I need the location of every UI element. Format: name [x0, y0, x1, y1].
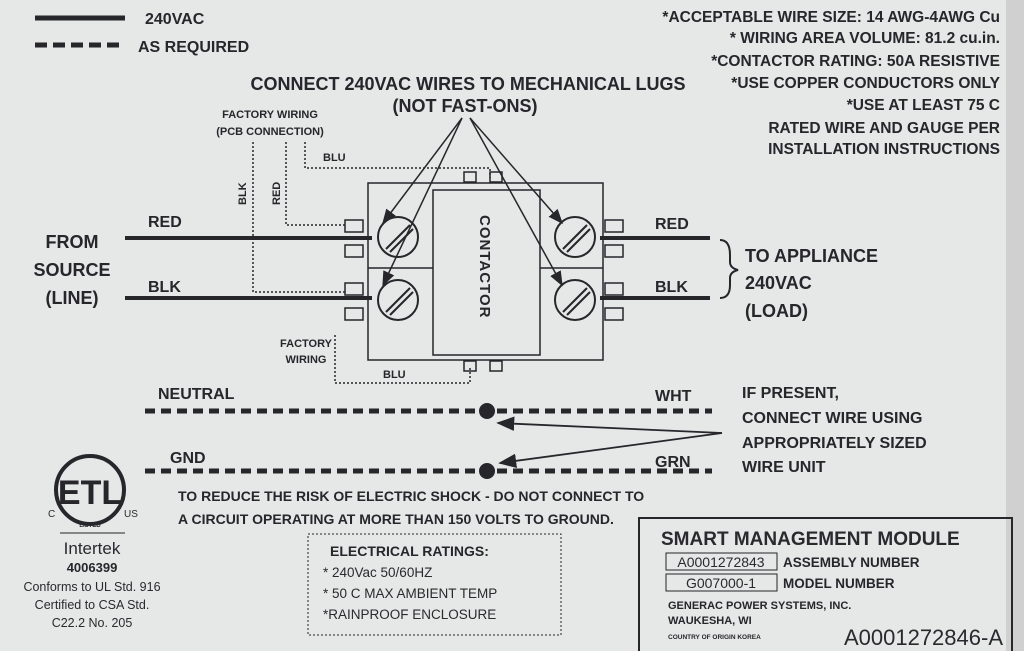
brace	[719, 239, 739, 299]
ground-junction	[479, 463, 495, 479]
screw-icon	[377, 216, 419, 258]
factory-bottom-label-2: WIRING	[286, 354, 327, 366]
neutral-junction	[479, 403, 495, 419]
rating-item: * 240Vac 50/60HZ	[323, 565, 432, 580]
screw-icon	[554, 279, 596, 321]
model-number-value: G007000-1	[686, 575, 756, 591]
diagram-subtitle: (NOT FAST-ONS)	[393, 96, 538, 116]
assembly-number-label: ASSEMBLY NUMBER	[783, 555, 920, 570]
gnd-label: GND	[170, 450, 206, 467]
load-blk-label: BLK	[655, 279, 688, 296]
rating-item: *RAINPROOF ENCLOSURE	[323, 607, 496, 622]
arrow-to-neutral	[496, 416, 723, 434]
source-red-label: RED	[148, 214, 182, 231]
ratings-title: ELECTRICAL RATINGS:	[330, 543, 489, 559]
source-label: FROM	[46, 232, 99, 252]
cert-line: Conforms to UL Std. 916	[23, 580, 160, 594]
note: INSTALLATION INSTRUCTIONS	[768, 141, 1000, 158]
pcb-connection-label: (PCB CONNECTION)	[216, 126, 324, 138]
grn-label: GRN	[655, 454, 691, 471]
if-present-line: IF PRESENT,	[742, 385, 839, 402]
note: *ACCEPTABLE WIRE SIZE: 14 AWG-4AWG Cu	[662, 9, 1000, 26]
label-edge	[1006, 0, 1024, 651]
factory-blk-label: BLK	[237, 182, 249, 205]
c-mark: C	[48, 509, 55, 520]
load-red-label: RED	[655, 216, 689, 233]
module-title: SMART MANAGEMENT MODULE	[661, 529, 960, 550]
legend: 240VAC AS REQUIRED	[35, 11, 249, 56]
company-name: GENERAC POWER SYSTEMS, INC.	[668, 600, 851, 612]
country-of-origin: COUNTRY OF ORIGIN KOREA	[668, 634, 761, 641]
lug-screws	[377, 216, 596, 321]
legend-dashed-label: AS REQUIRED	[138, 39, 249, 56]
lug-arrows	[382, 117, 563, 287]
note: * WIRING AREA VOLUME: 81.2 cu.in.	[730, 30, 1000, 47]
listed-text: LISTED	[79, 523, 101, 529]
intertek-label: Intertek	[64, 539, 121, 558]
warning-line: A CIRCUIT OPERATING AT MORE THAN 150 VOL…	[178, 511, 614, 527]
model-number-label: MODEL NUMBER	[783, 576, 895, 591]
screw-icon	[377, 279, 419, 321]
note: RATED WIRE AND GAUGE PER	[768, 120, 1000, 137]
neutral-label: NEUTRAL	[158, 386, 235, 403]
power-wires	[125, 236, 710, 300]
if-present-line: CONNECT WIRE USING	[742, 410, 922, 427]
ratings-box	[307, 533, 562, 636]
note: *USE COPPER CONDUCTORS ONLY	[731, 75, 1000, 92]
assembly-number-value: A0001272843	[677, 554, 764, 570]
terminals	[344, 171, 624, 372]
load-label-2: 240VAC	[745, 273, 812, 293]
company-city: WAUKESHA, WI	[668, 615, 752, 627]
source-blk-label: BLK	[148, 279, 181, 296]
us-mark: US	[124, 509, 138, 520]
contactor: CONTACTOR	[344, 171, 624, 372]
intertek-number: 4006399	[67, 560, 118, 575]
if-present-line: APPROPRIATELY SIZED	[742, 435, 927, 452]
screw-icon	[554, 216, 596, 258]
factory-bottom-blu-label: BLU	[383, 369, 406, 381]
wht-label: WHT	[655, 388, 692, 405]
etl-logo-text: ETL	[58, 474, 122, 512]
rating-item: * 50 C MAX AMBIENT TEMP	[323, 586, 497, 601]
cert-line: C22.2 No. 205	[52, 616, 133, 630]
if-present-line: WIRE UNIT	[742, 459, 826, 476]
note: *CONTACTOR RATING: 50A RESISTIVE	[711, 53, 1000, 70]
contactor-label: CONTACTOR	[476, 215, 493, 318]
module-info: SMART MANAGEMENT MODULE A0001272843 ASSE…	[638, 517, 1013, 651]
legend-solid-label: 240VAC	[145, 11, 205, 28]
factory-wiring-label: FACTORY WIRING	[222, 109, 318, 121]
warning-line: TO REDUCE THE RISK OF ELECTRIC SHOCK - D…	[178, 488, 644, 504]
source-label-2: SOURCE	[33, 260, 110, 280]
load-label: TO APPLIANCE	[745, 246, 878, 266]
part-number: A0001272846-A	[844, 625, 1003, 650]
arrow-to-ground	[498, 432, 723, 468]
load-label-3: (LOAD)	[745, 301, 808, 321]
source-label-3: (LINE)	[46, 288, 99, 308]
factory-red-label: RED	[271, 182, 283, 205]
if-present-note: IF PRESENT, CONNECT WIRE USING APPROPRIA…	[742, 385, 927, 476]
cert-line: Certified to CSA Std.	[35, 598, 150, 612]
factory-bottom-label: FACTORY	[280, 338, 333, 350]
diagram-title: CONNECT 240VAC WIRES TO MECHANICAL LUGS	[250, 74, 685, 94]
etl-logo: ETL LISTED C US	[48, 454, 138, 529]
note: *USE AT LEAST 75 C	[847, 97, 1000, 114]
notes: *ACCEPTABLE WIRE SIZE: 14 AWG-4AWG Cu * …	[662, 9, 1000, 158]
factory-blu-label: BLU	[323, 152, 346, 164]
